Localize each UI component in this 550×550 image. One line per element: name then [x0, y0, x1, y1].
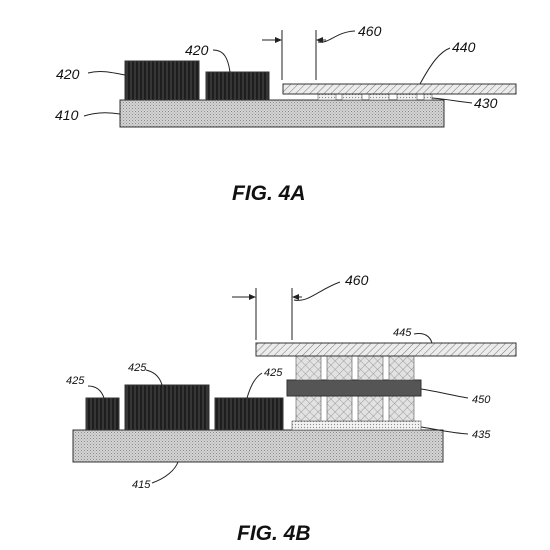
top-plate-445: [255, 342, 517, 357]
caption-fig-4b: FIG. 4B: [237, 522, 311, 545]
solder-bumps-430: [317, 93, 433, 101]
label-420-right: 420: [185, 42, 209, 58]
label-425-left: 425: [66, 375, 85, 387]
leader-425-right: [246, 372, 263, 399]
chip-425-left: [85, 397, 120, 431]
leader-420-right: [212, 49, 231, 73]
leader-445: [413, 333, 433, 344]
label-425-right: 425: [264, 367, 283, 379]
chip-420-right: [205, 71, 270, 101]
figure-4a: 420 420 460 440 430 410 FIG. 4A: [55, 23, 517, 205]
substrate-415: [72, 429, 444, 463]
label-445: 445: [393, 327, 412, 339]
label-410: 410: [55, 107, 79, 123]
leader-415: [151, 461, 179, 484]
leader-435: [420, 426, 469, 435]
chip-420-left: [124, 60, 200, 101]
solder-pads-435: [291, 420, 422, 431]
label-425-mid: 425: [128, 362, 147, 374]
dimension-460-4b: [232, 281, 341, 340]
label-415: 415: [132, 479, 151, 491]
chip-425-mid: [124, 384, 210, 431]
top-plate-440: [282, 83, 517, 95]
leader-410: [83, 112, 121, 117]
dimension-460-4a: [262, 30, 356, 80]
figure-4b: 425 425 425 460 445 450 435 415 FIG. 4B: [66, 272, 517, 545]
chip-425-right: [214, 397, 284, 431]
leader-440: [419, 47, 451, 85]
label-430: 430: [474, 95, 498, 111]
caption-fig-4a: FIG. 4A: [232, 182, 306, 205]
label-435: 435: [472, 429, 491, 441]
label-440: 440: [452, 39, 476, 55]
leader-425-left: [87, 385, 105, 399]
leader-450: [420, 388, 469, 399]
leader-425-mid: [145, 369, 163, 386]
leader-420-left: [87, 71, 126, 76]
leader-430: [431, 97, 473, 104]
label-460-4a: 460: [358, 23, 382, 39]
pillars-upper: [295, 355, 415, 381]
label-460-4b: 460: [345, 272, 369, 288]
substrate-410: [119, 99, 445, 128]
interposer-450: [286, 379, 422, 397]
pillars-lower: [295, 395, 415, 422]
label-450: 450: [472, 394, 491, 406]
label-420-left: 420: [56, 66, 80, 82]
